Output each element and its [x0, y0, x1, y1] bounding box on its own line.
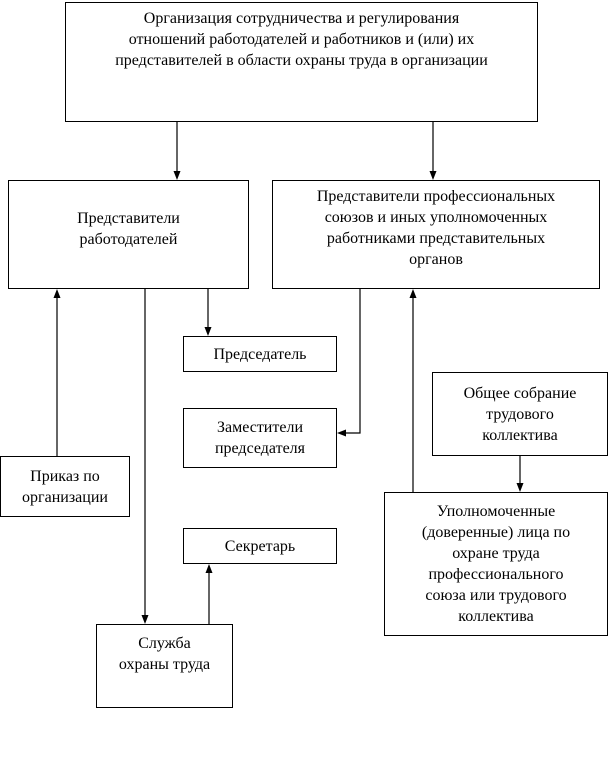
arrowhead — [337, 429, 346, 437]
authorized-persons-box: Уполномоченные (доверенные) лица по охра… — [384, 492, 608, 636]
union-representatives-box: Представители профессиональных союзов и … — [272, 180, 600, 289]
chairman-box: Председатель — [183, 336, 337, 372]
employers-representatives-box: Представители работодателей — [8, 180, 249, 289]
deputies-box: Заместители председателя — [183, 408, 337, 468]
arrowhead — [204, 327, 212, 336]
arrow-unions-to-deputies — [345, 289, 361, 434]
general-meeting-box: Общее собрание трудового коллектива — [432, 372, 608, 456]
arrowhead — [53, 289, 61, 298]
org-cooperation-box: Организация сотрудничества и регулирован… — [65, 2, 538, 122]
safety-service-box: Служба охраны труда — [96, 624, 233, 708]
arrowhead — [173, 171, 181, 180]
arrowhead — [205, 564, 213, 573]
organization-order-box: Приказ по организации — [0, 456, 130, 517]
arrowhead — [141, 615, 149, 624]
secretary-box: Секретарь — [183, 528, 337, 564]
arrowhead — [409, 289, 417, 298]
arrowhead — [429, 171, 437, 180]
arrowhead — [516, 483, 524, 492]
